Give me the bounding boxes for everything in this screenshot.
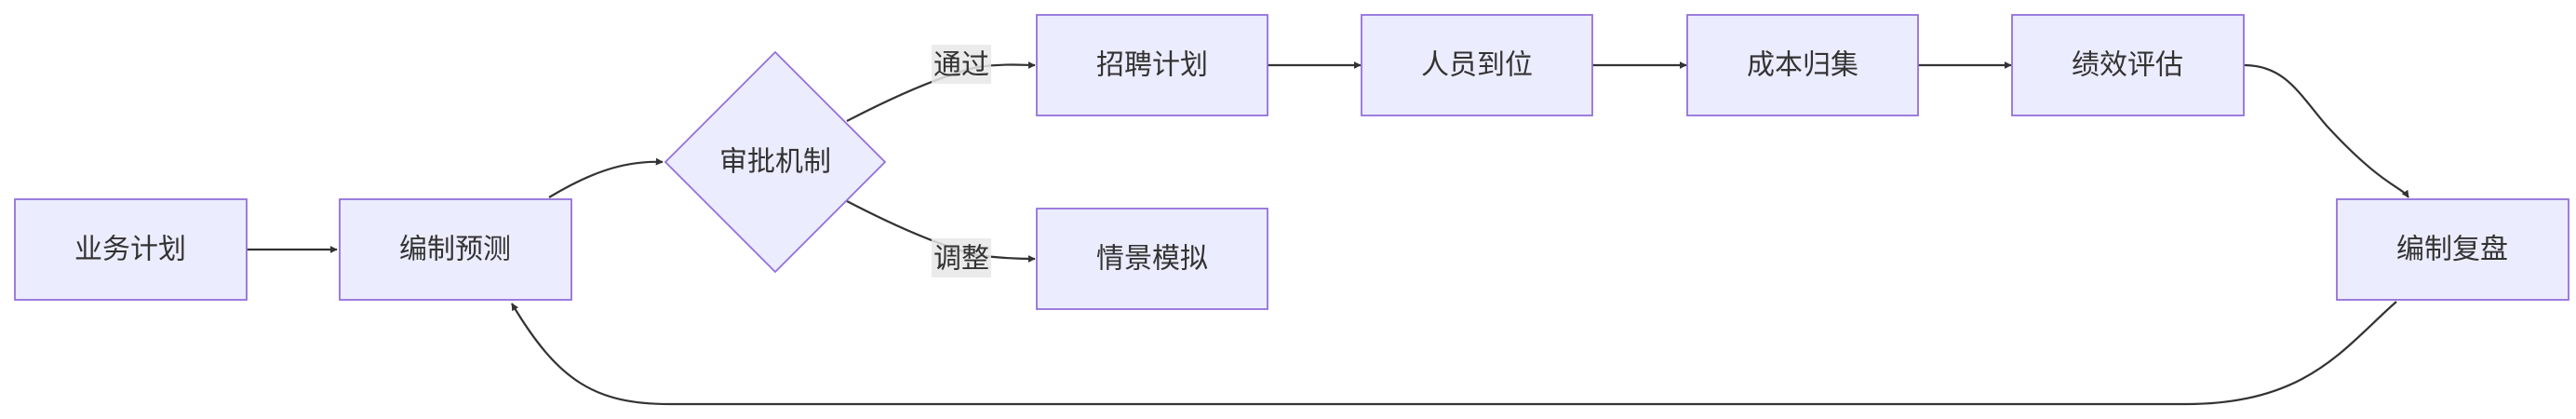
node-business-plan[interactable]: 业务计划 bbox=[14, 198, 248, 301]
node-scenario[interactable]: 情景模拟 bbox=[1036, 208, 1268, 310]
edges bbox=[247, 61, 2409, 406]
node-staff-onboard[interactable]: 人员到位 bbox=[1361, 14, 1593, 116]
node-cost-collect-label: 成本归集 bbox=[1747, 49, 1858, 82]
edge-forecast-to-approval bbox=[548, 157, 664, 198]
node-performance-label: 绩效评估 bbox=[2072, 49, 2183, 82]
node-forecast[interactable]: 编制预测 bbox=[339, 198, 572, 301]
edge-label-adjust: 调整 bbox=[933, 243, 989, 276]
node-review[interactable]: 编制复盘 bbox=[2336, 198, 2569, 301]
node-review-label: 编制复盘 bbox=[2396, 234, 2508, 266]
node-forecast-label: 编制预测 bbox=[399, 234, 511, 266]
node-cost-collect[interactable]: 成本归集 bbox=[1686, 14, 1919, 116]
nodes: 业务计划 编制预测 审批机制 招聘计划 人员到位 成本归集 bbox=[14, 14, 2569, 310]
node-approval-label: 审批机制 bbox=[719, 146, 831, 179]
node-recruit-plan[interactable]: 招聘计划 bbox=[1036, 14, 1268, 116]
node-scenario-label: 情景模拟 bbox=[1096, 243, 1208, 276]
edge-label-pass: 通过 bbox=[933, 49, 989, 82]
node-approval[interactable]: 审批机制 bbox=[664, 50, 887, 274]
node-business-plan-label: 业务计划 bbox=[74, 234, 186, 266]
node-recruit-plan-label: 招聘计划 bbox=[1096, 49, 1208, 82]
edge-review-to-forecast bbox=[511, 301, 2397, 406]
node-staff-onboard-label: 人员到位 bbox=[1421, 49, 1533, 82]
edge-labels: 通过 调整 bbox=[932, 45, 991, 277]
edge-performance-to-review bbox=[2243, 63, 2409, 198]
node-performance[interactable]: 绩效评估 bbox=[2011, 14, 2245, 116]
